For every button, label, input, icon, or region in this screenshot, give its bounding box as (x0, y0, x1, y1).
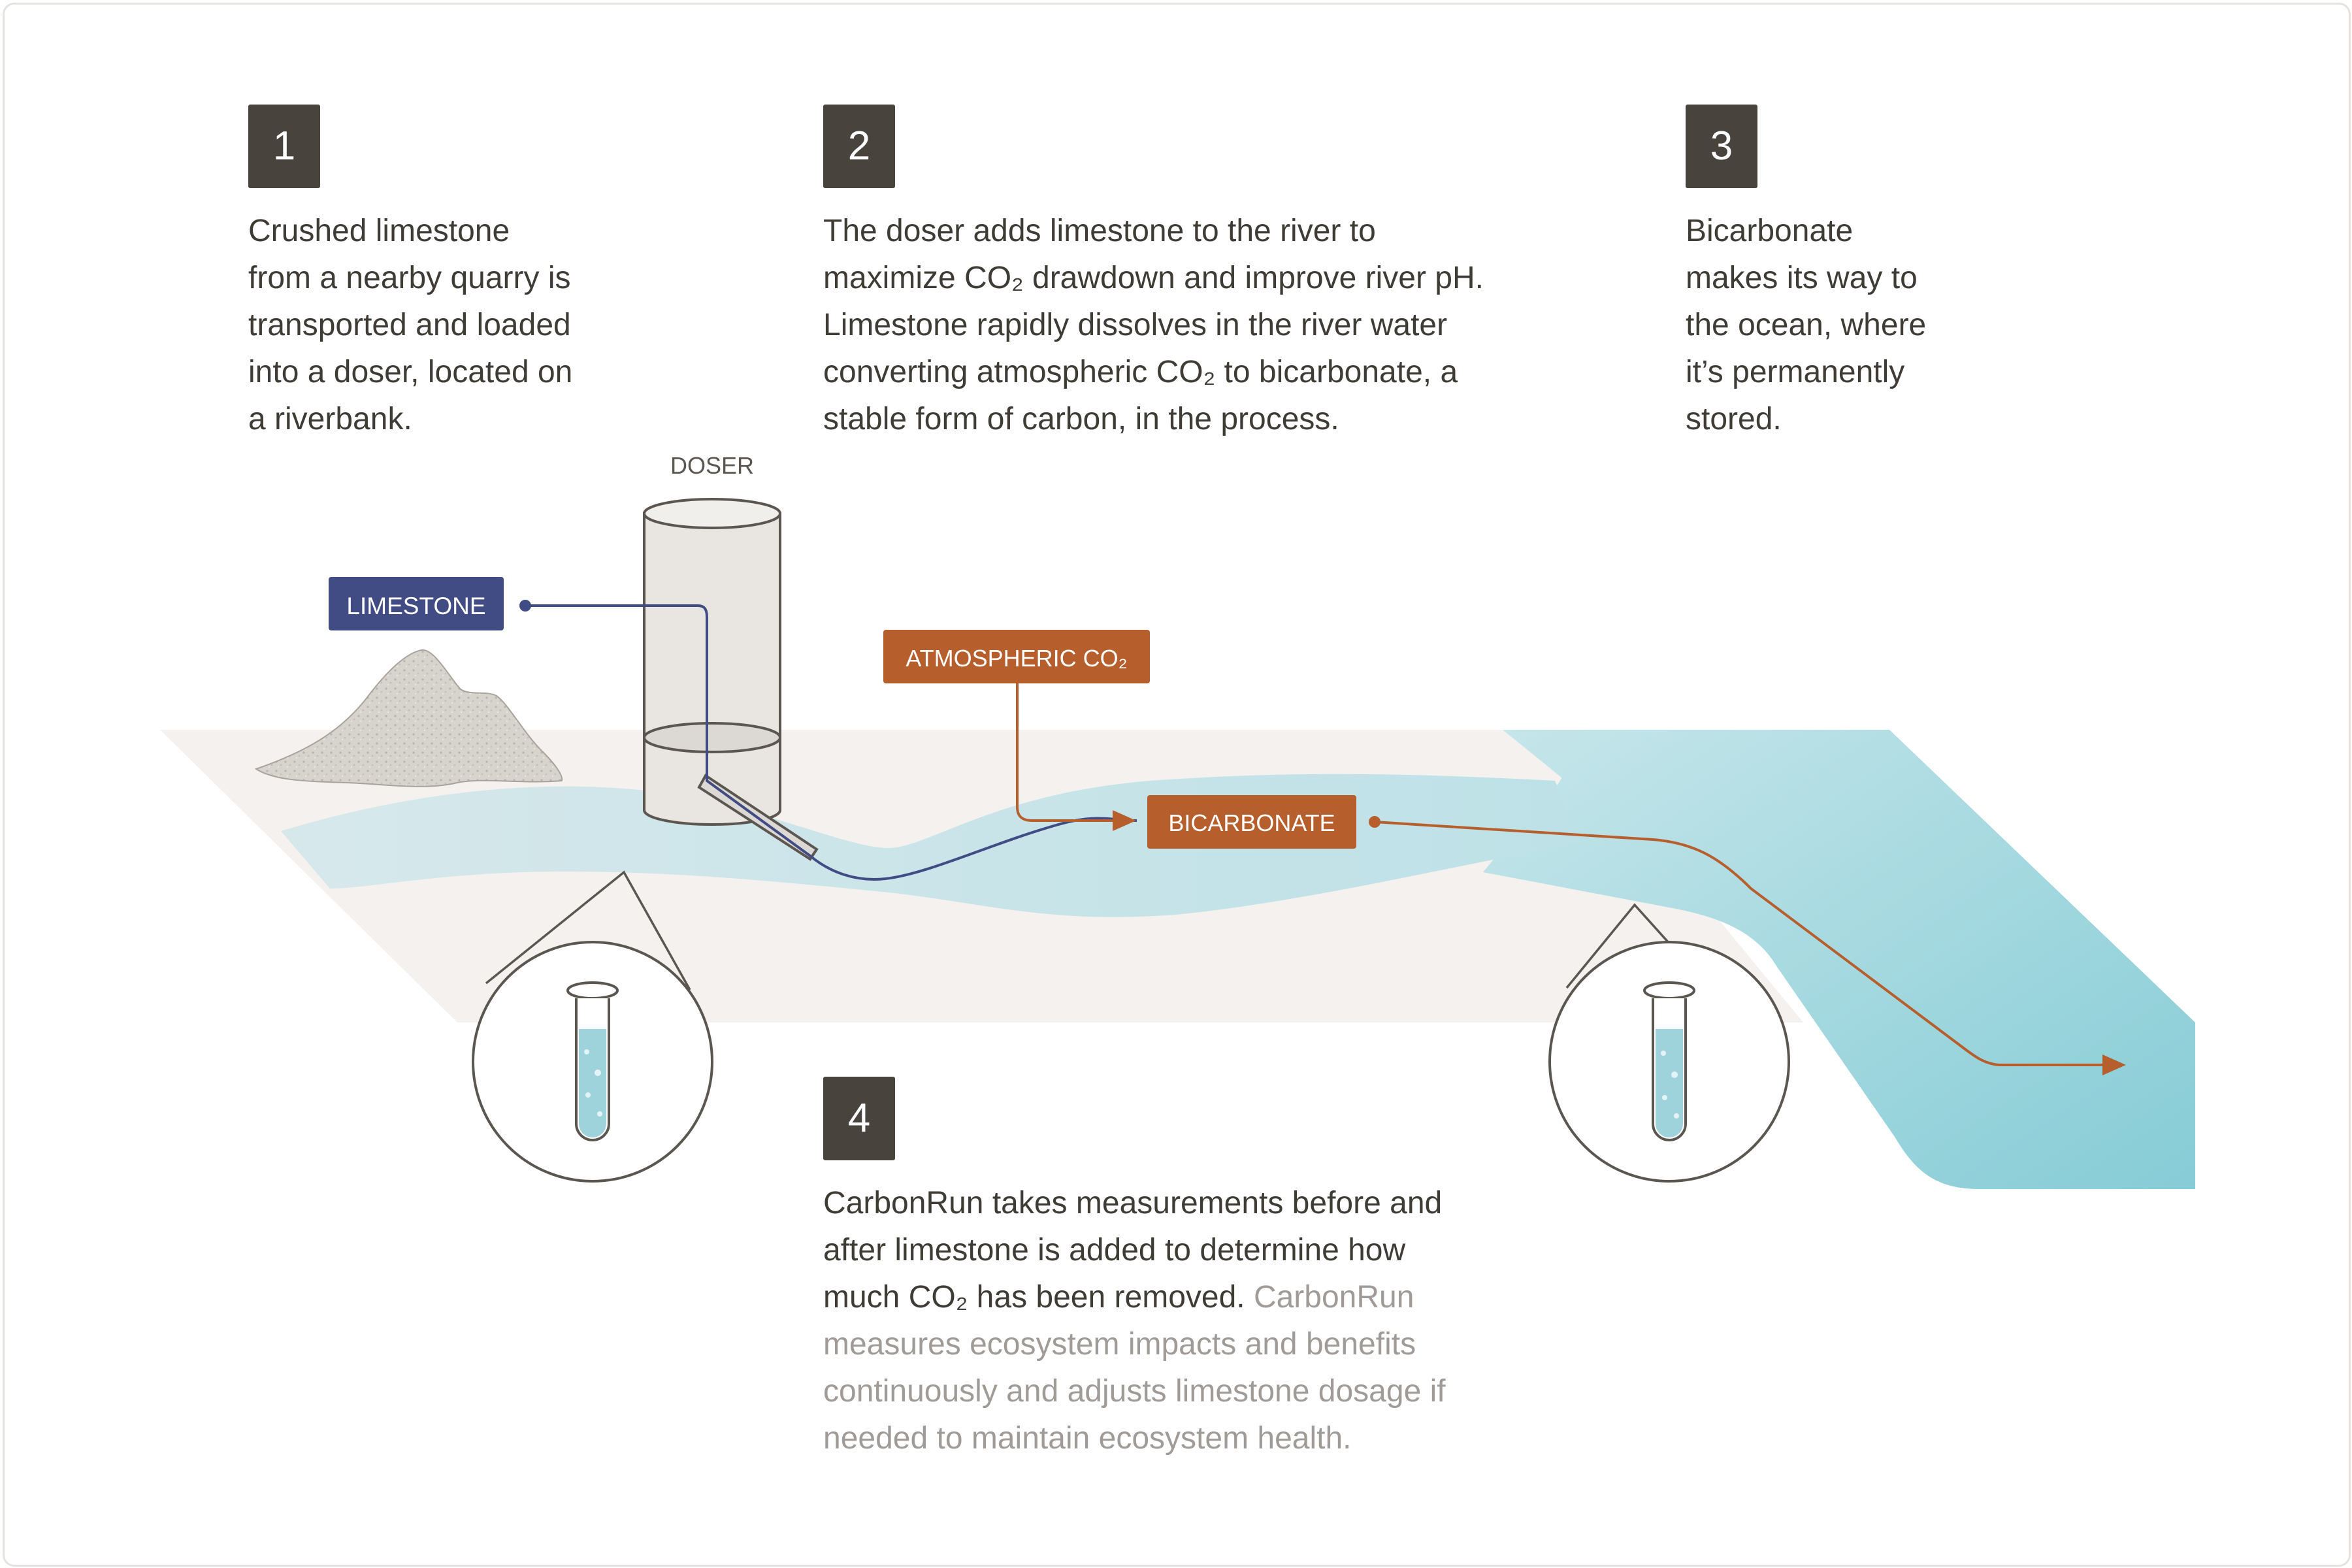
doser-label: DOSER (670, 452, 754, 479)
test-tube-icon (1643, 981, 1695, 1141)
atmospheric-co2-label-box (883, 630, 1150, 683)
doser-cylinder (643, 498, 819, 861)
step-4-text: CarbonRun takes measurements before and … (823, 1180, 1446, 1462)
measurement-before-magnifier (472, 870, 713, 1183)
step-1-text: Crushed limestone from a nearby quarry i… (248, 214, 573, 436)
test-tube-icon (566, 981, 619, 1141)
measurement-after-magnifier (1548, 903, 1790, 1183)
step-4-muted-text: CarbonRun measures ecosystem impacts and… (823, 1280, 1446, 1456)
bicarbonate-label-box (1147, 795, 1356, 849)
bicarbonate-label: BICARBONATE (1168, 809, 1335, 836)
limestone-label-box (329, 577, 504, 630)
bicarbonate-to-ocean-arrow (1374, 821, 2126, 1075)
atmospheric-co2-label: ATMOSPHERIC CO₂ (906, 645, 1127, 672)
step-1-badge: 1 (248, 105, 320, 188)
step-4-primary-text: CarbonRun takes measurements before and … (823, 1186, 1443, 1315)
limestone-connector (525, 604, 1137, 881)
limestone-label: LIMESTONE (346, 593, 485, 619)
step-2-text: The doser adds limestone to the river to… (823, 214, 1484, 436)
step-3-text: Bicarbonate makes its way to the ocean, … (1686, 214, 1927, 436)
step-4-badge: 4 (823, 1077, 895, 1160)
bicarbonate-dot (1369, 816, 1380, 828)
ocean (1483, 730, 2195, 1189)
limestone-dot (519, 600, 531, 612)
limestone-pile (254, 649, 563, 787)
step-3-badge: 3 (1686, 105, 1757, 188)
step-2-badge: 2 (823, 105, 895, 188)
co2-connector (1016, 683, 1136, 831)
